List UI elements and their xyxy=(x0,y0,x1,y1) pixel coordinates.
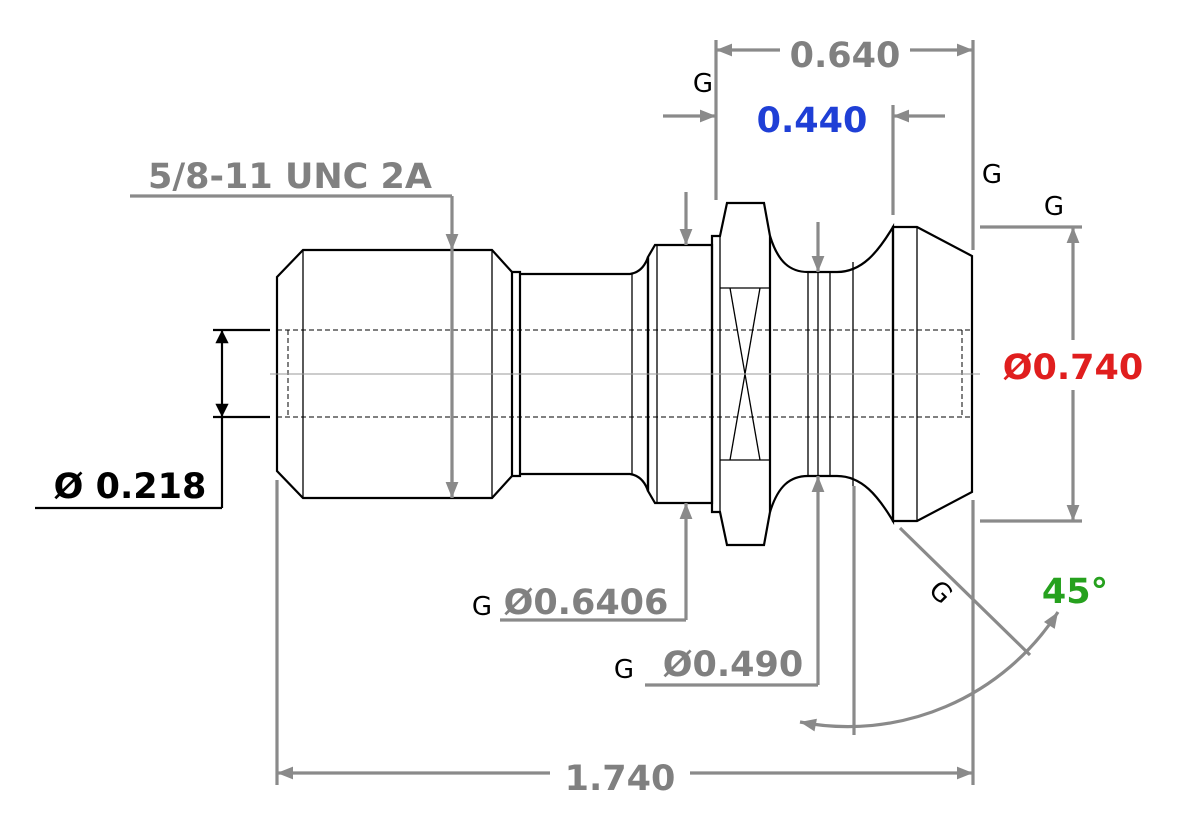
label-head-length: 0.640 xyxy=(790,36,901,76)
part-outline xyxy=(270,201,980,547)
dimensions: 0.640 0.440 5/8-11 UNC 2A Ø 0.218 Ø0.640… xyxy=(35,36,1143,799)
label-neck-dia: Ø0.490 xyxy=(663,645,803,685)
gauge-mark-3: G xyxy=(1044,192,1064,222)
label-chamfer-angle: 45° xyxy=(1042,572,1108,612)
gauge-mark-5: G xyxy=(472,592,492,622)
label-thread: 5/8-11 UNC 2A xyxy=(148,157,432,197)
label-head-offset: 0.440 xyxy=(757,101,868,141)
gauge-marks: G G G G G G xyxy=(472,69,1064,685)
gauge-mark-2: G xyxy=(982,160,1002,190)
label-flange-dia: Ø0.6406 xyxy=(504,583,669,623)
label-overall-length: 1.740 xyxy=(565,759,676,799)
gauge-mark-1: G xyxy=(693,69,713,99)
label-bore-dia: Ø 0.218 xyxy=(54,467,207,507)
gauge-mark-6: G xyxy=(614,655,634,685)
angle-arc xyxy=(799,611,1060,732)
label-head-dia: Ø0.740 xyxy=(1003,348,1143,388)
ext-line-angle xyxy=(898,526,1032,657)
